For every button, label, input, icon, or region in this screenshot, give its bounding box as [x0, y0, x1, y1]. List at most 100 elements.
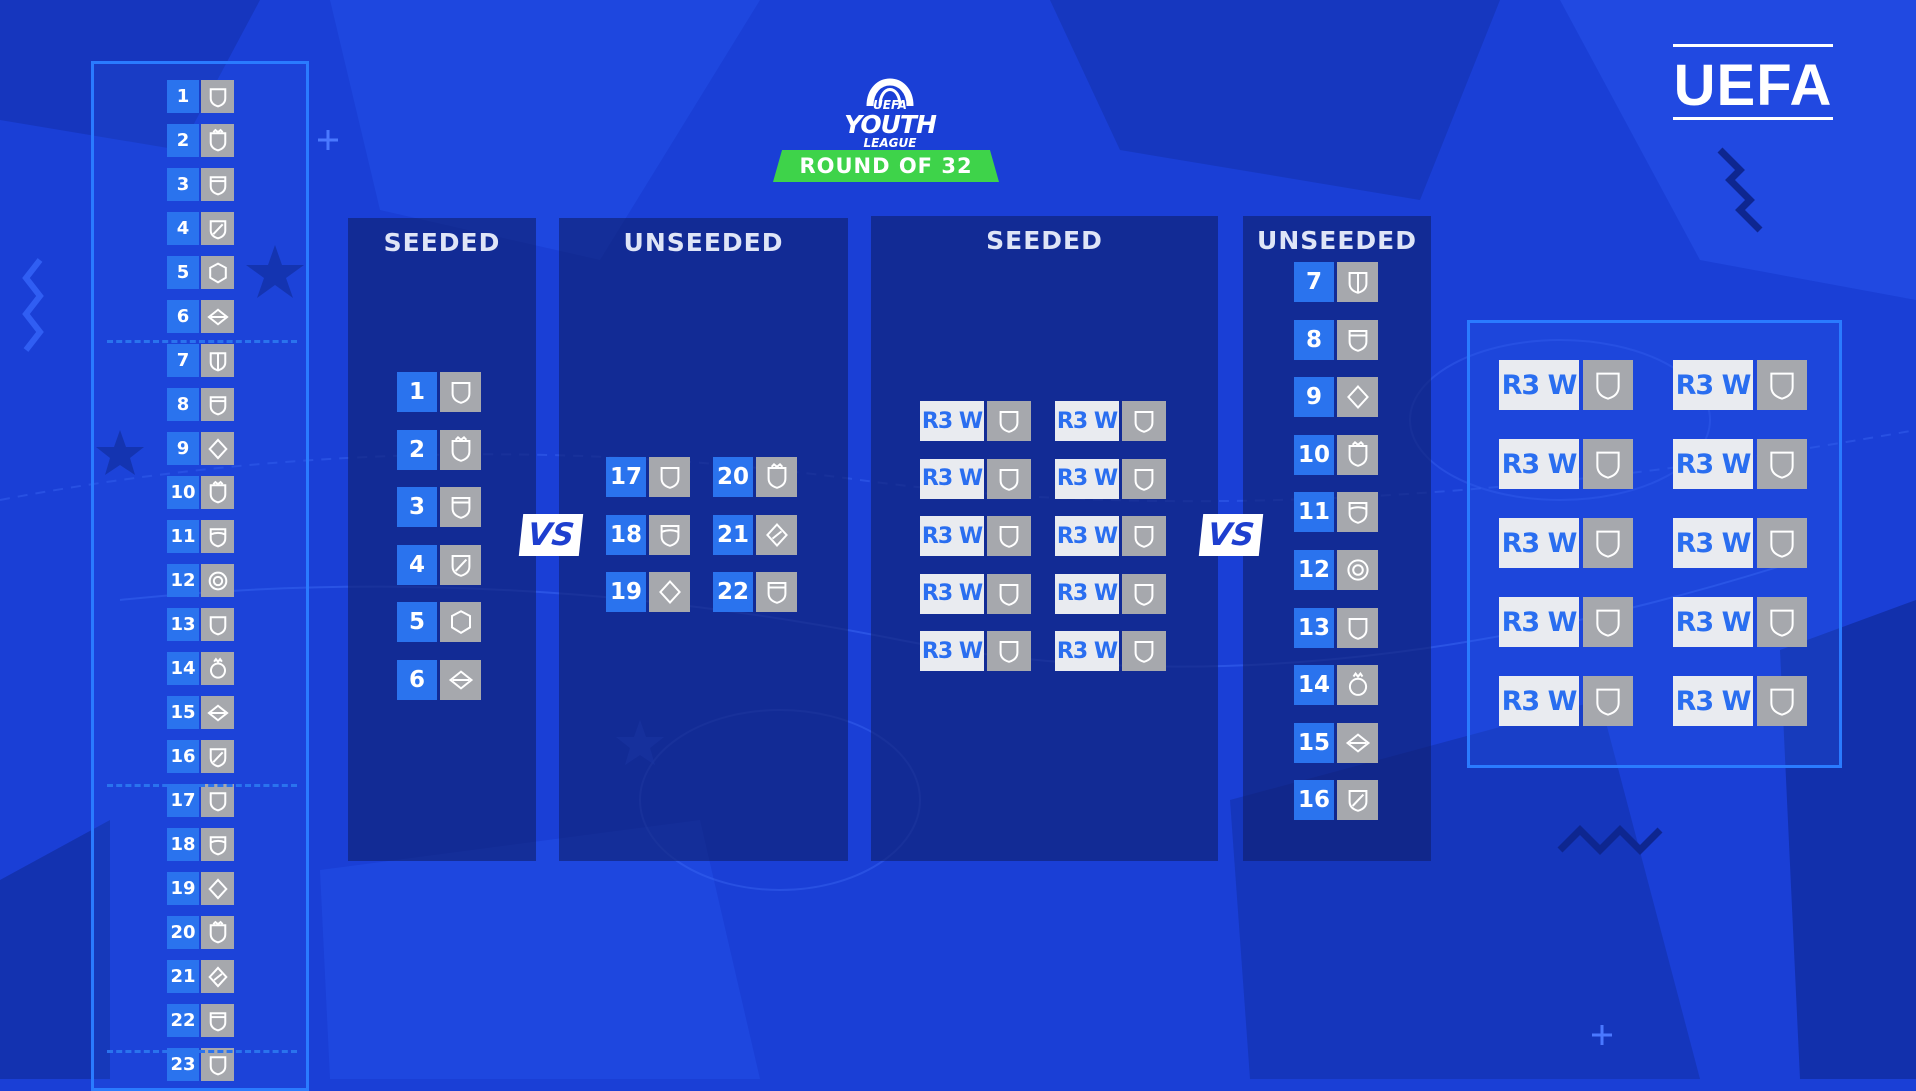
shield-icon: [1583, 676, 1633, 726]
team-number: 8: [167, 388, 199, 421]
round3-winner-tile: R3 W: [920, 631, 1031, 672]
team-tile: 8: [1294, 319, 1378, 360]
team-tile: 8: [167, 388, 234, 421]
result-slot-tile: R3 W: [1673, 597, 1807, 647]
vs-badge: VS: [1198, 514, 1264, 556]
team-number: 6: [167, 300, 199, 333]
team-tile: 20: [713, 457, 797, 497]
result-slot-tile: R3 W: [1499, 518, 1633, 568]
team-number: 10: [167, 476, 199, 509]
team-number: 22: [167, 1004, 199, 1037]
shield-icon: [1122, 631, 1166, 672]
round3-winner-tile: R3 W: [1055, 631, 1166, 672]
team-number: 14: [167, 652, 199, 685]
crown-shield-icon: [1337, 434, 1378, 475]
shield-icon: [987, 458, 1031, 499]
group1-seeded-column: SEEDED: [348, 218, 536, 861]
team-tile: 1: [167, 80, 234, 113]
team-tile: 10: [167, 476, 234, 509]
team-tile: 17: [606, 457, 690, 497]
round3-winner-label: R3 W: [920, 458, 984, 499]
team-number: 10: [1294, 434, 1334, 475]
shield-icon: [201, 80, 234, 113]
shield-icon: [1337, 607, 1378, 648]
column-title: UNSEEDED: [1257, 226, 1417, 255]
team-tile: 7: [167, 344, 234, 377]
round-banner: ROUND OF 32: [773, 150, 999, 182]
column-title: SEEDED: [986, 226, 1103, 255]
team-number: 12: [1294, 550, 1334, 590]
striped-shield-icon: [201, 168, 234, 201]
round3-winner-label: R3 W: [1499, 518, 1579, 568]
shield-icon: [1583, 360, 1633, 410]
diamond-flag-icon: [440, 660, 481, 700]
team-number: 11: [167, 520, 199, 553]
striped-shield-icon: [1337, 319, 1378, 360]
result-slot-tile: R3 W: [1499, 676, 1633, 726]
team-number: 6: [397, 660, 437, 700]
team-number: 2: [397, 429, 437, 470]
round3-winner-tile: R3 W: [920, 401, 1031, 441]
team-tile: 15: [167, 696, 234, 729]
logo-line-uefa: UEFA: [873, 98, 907, 112]
round3-winner-label: R3 W: [1055, 516, 1119, 557]
team-tile: 12: [167, 564, 234, 597]
round3-winner-tile: R3 W: [920, 458, 1031, 499]
diamond-flag-icon: [201, 300, 234, 333]
team-tile: 21: [713, 514, 797, 555]
vs-badge: VS: [518, 514, 584, 556]
shield-icon: [1583, 518, 1633, 568]
round3-winner-label: R3 W: [1499, 676, 1579, 726]
shield-icon: [1757, 518, 1807, 568]
shield-icon: [987, 631, 1031, 672]
team-number: 4: [167, 212, 199, 245]
pot-separator: [107, 784, 297, 787]
split-shield-icon: [1337, 262, 1378, 302]
team-number: 7: [1294, 262, 1334, 302]
team-tile: 12: [1294, 550, 1378, 590]
round3-winner-label: R3 W: [920, 631, 984, 672]
team-tile: 14: [167, 652, 234, 685]
team-tile: 15: [1294, 722, 1378, 763]
team-number: 23: [167, 1048, 199, 1081]
team-tile: 6: [397, 660, 481, 700]
team-number: 2: [167, 124, 199, 157]
crown-shield-icon: [201, 476, 234, 509]
striped-shield-icon: [440, 487, 481, 528]
youth-league-logo: UEFA YOUTH LEAGUE: [840, 60, 940, 150]
team-number: 4: [397, 544, 437, 585]
team-tile: 22: [167, 1004, 234, 1037]
shield-icon: [1757, 439, 1807, 489]
team-tile: 19: [606, 572, 690, 613]
round3-winner-tile: R3 W: [920, 516, 1031, 557]
team-tile: 14: [1294, 665, 1378, 706]
team-tile: 3: [167, 168, 234, 201]
slashed-shield-icon: [201, 212, 234, 245]
team-number: 20: [167, 916, 199, 949]
round3-winner-label: R3 W: [1499, 439, 1579, 489]
team-number: 13: [1294, 607, 1334, 648]
circle-crest-icon: [201, 564, 234, 597]
team-number: 19: [606, 572, 646, 613]
team-number: 9: [1294, 377, 1334, 418]
result-slot-tile: R3 W: [1673, 518, 1807, 568]
result-slot-tile: R3 W: [1673, 360, 1807, 410]
round3-winner-label: R3 W: [1499, 360, 1579, 410]
team-tile: 23: [167, 1048, 234, 1081]
team-number: 20: [713, 457, 753, 497]
team-number: 14: [1294, 665, 1334, 706]
team-tile: 6: [167, 300, 234, 333]
round-shield-icon: [201, 520, 234, 553]
hexagon-shield-icon: [201, 256, 234, 289]
team-number: 18: [167, 828, 199, 861]
team-tile: 19: [167, 872, 234, 905]
team-number: 11: [1294, 492, 1334, 533]
pot-separator: [107, 1050, 297, 1053]
team-number: 13: [167, 608, 199, 641]
logo-line-youth: YOUTH: [844, 110, 937, 139]
result-slot-tile: R3 W: [1499, 360, 1633, 410]
crown-circle-icon: [201, 652, 234, 685]
diamond-icon: [201, 432, 234, 465]
crown-shield-icon: [440, 429, 481, 470]
shield-icon: [201, 784, 234, 817]
